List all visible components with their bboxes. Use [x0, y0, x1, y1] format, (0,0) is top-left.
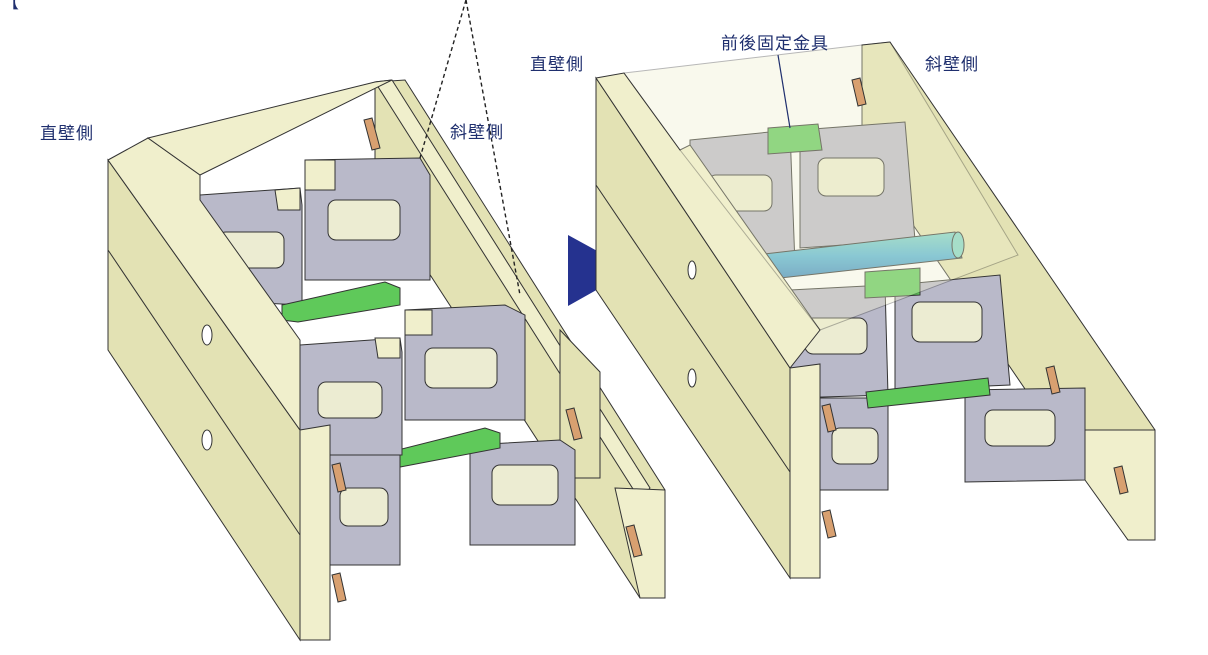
- left-copper-tabs: [331, 117, 643, 603]
- right-bracket-mid: [864, 267, 921, 299]
- left-frame-upper-right: [304, 157, 431, 281]
- left-leader-lines: [419, 0, 521, 296]
- left-frame-lower-left: [329, 454, 401, 566]
- right-assembly: [595, 41, 1156, 580]
- left-slanted-wall-label: 斜壁側: [450, 123, 504, 143]
- left-frame-back-lower: [469, 439, 576, 546]
- left-frame-mid-right: [404, 304, 526, 421]
- left-assembly: [107, 0, 666, 642]
- right-fixing-bracket-label: 前後固定金具: [721, 34, 829, 54]
- top-left-partial-mark: 【: [2, 0, 20, 13]
- right-bracket-low: [865, 377, 991, 409]
- left-straight-wall-label: 直壁側: [40, 124, 94, 144]
- right-frame-low-right: [964, 387, 1086, 483]
- right-frame-low-left: [819, 397, 889, 491]
- right-slanted-wall-label: 斜壁側: [925, 55, 979, 75]
- right-copper-tabs: [821, 77, 1129, 539]
- right-bracket-top: [767, 123, 823, 155]
- bracket-leader-line: [777, 54, 791, 129]
- left-front-straight-wall: [107, 79, 393, 642]
- right-frame-top-right: [799, 121, 916, 249]
- right-front-straight-wall: [595, 41, 1019, 580]
- right-frame-mid-right: [894, 274, 1011, 391]
- right-straight-wall-label: 直壁側: [530, 55, 584, 75]
